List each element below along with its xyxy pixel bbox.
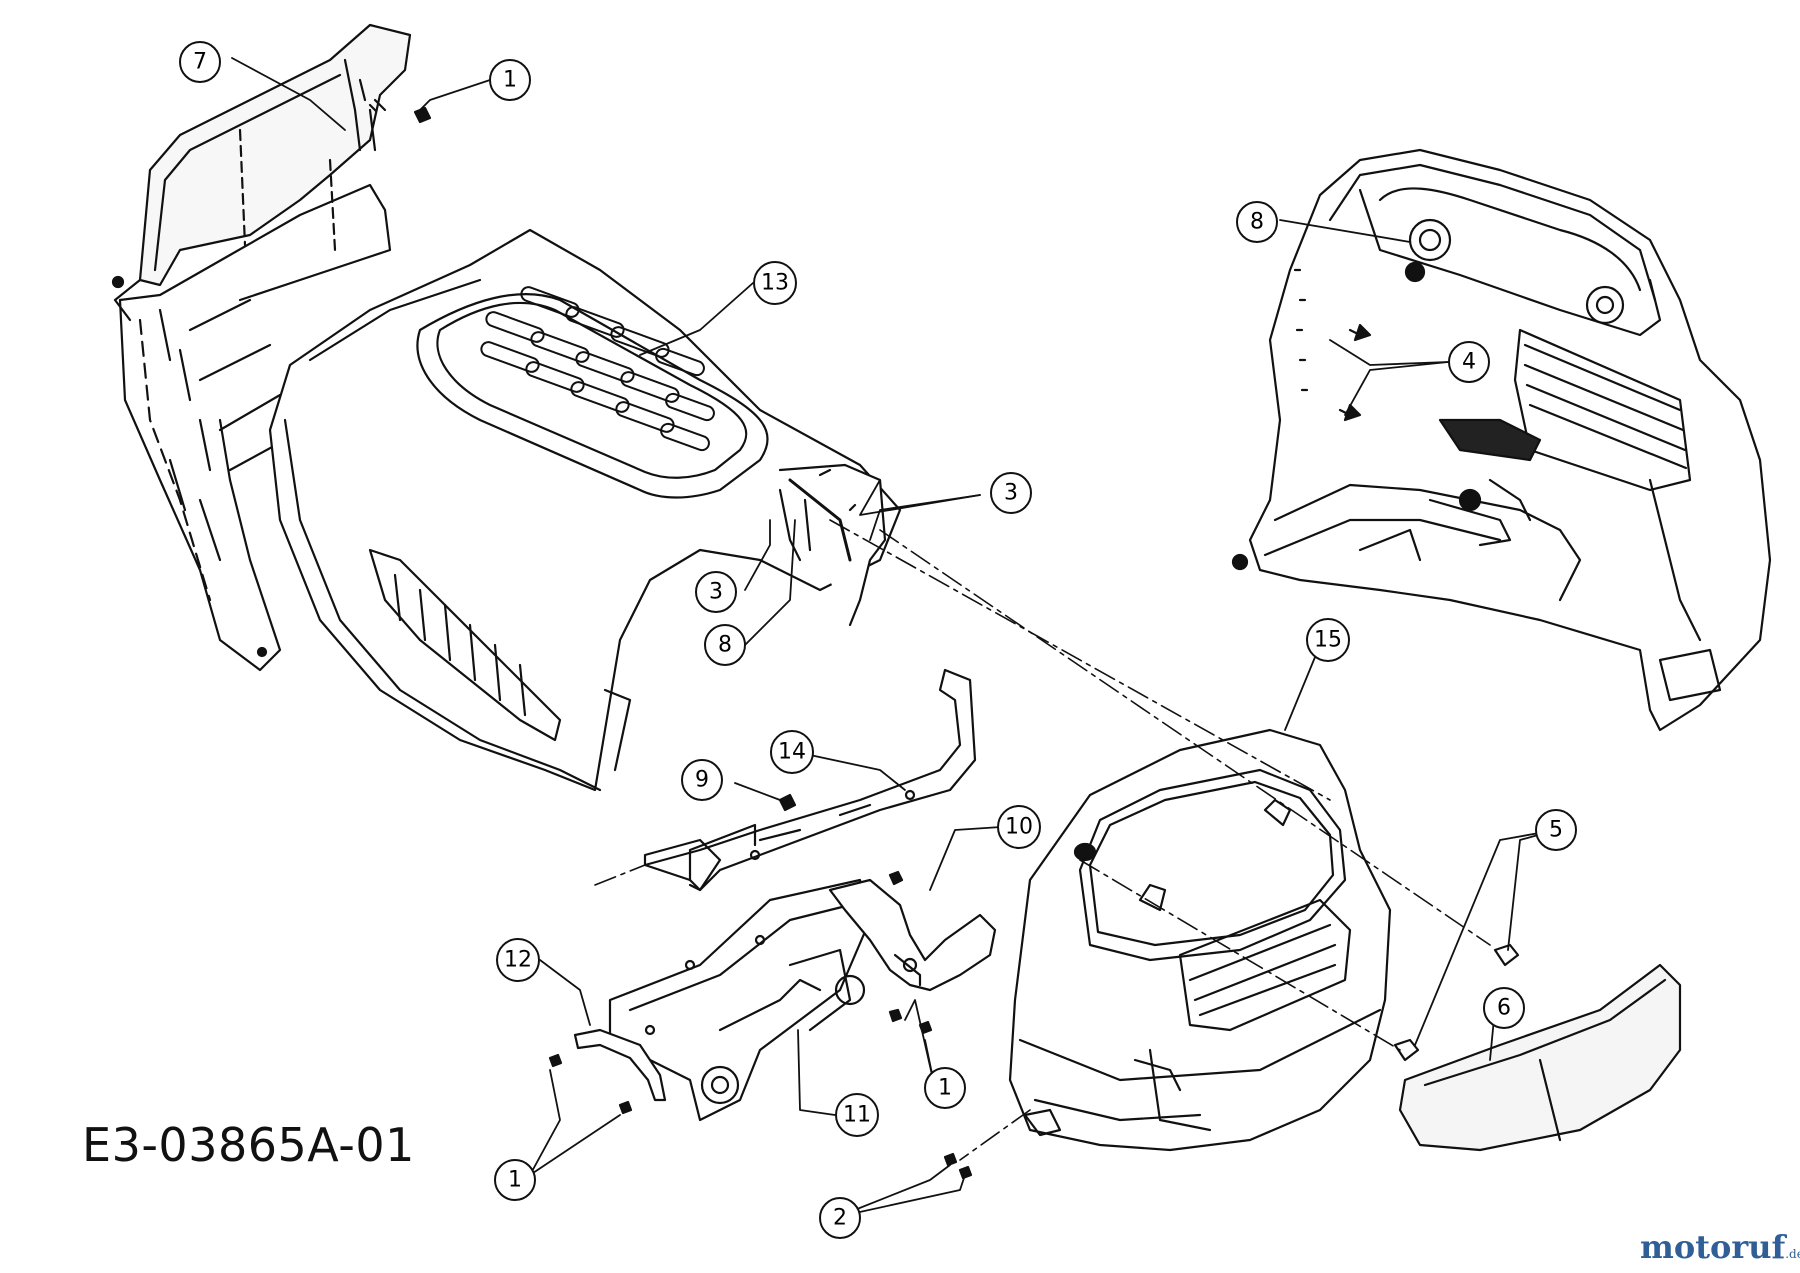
- hood-part-13: [268, 228, 902, 792]
- callout-label: 6: [1497, 996, 1511, 1021]
- callout-label: 3: [709, 580, 723, 605]
- callout-balloon[interactable]: 8: [704, 624, 746, 666]
- callout-label: 3: [1004, 481, 1018, 506]
- watermark-suffix: .de: [1785, 1247, 1800, 1261]
- callout-balloon[interactable]: 10: [997, 805, 1041, 849]
- headlight-lens-part-6: [1398, 963, 1682, 1152]
- watermark-logo: motoruf.de: [1640, 1228, 1800, 1266]
- diagram-code: E3-03865A-01: [82, 1118, 415, 1172]
- callout-balloon[interactable]: 1: [924, 1067, 966, 1109]
- bumper-part-5: [1393, 943, 1520, 1062]
- callout-label: 5: [1549, 818, 1563, 843]
- callout-balloon[interactable]: 13: [753, 261, 797, 305]
- leader-lines: [231, 57, 1557, 1218]
- callout-balloon[interactable]: 3: [990, 472, 1032, 514]
- callout-label: 12: [504, 948, 532, 973]
- alignment-lines: [594, 519, 1491, 1161]
- callout-label: 2: [833, 1206, 847, 1231]
- callout-balloon[interactable]: 6: [1483, 987, 1525, 1029]
- callout-label: 8: [1250, 210, 1264, 235]
- callout-balloon[interactable]: 8: [1236, 201, 1278, 243]
- callout-balloon[interactable]: 7: [179, 41, 221, 83]
- callouts: 7 1 13 3 3 8 8 4 15 14 9 10 12 11 1 1 5 …: [179, 41, 1577, 1239]
- callout-balloon[interactable]: 2: [819, 1197, 861, 1239]
- callout-balloon[interactable]: 15: [1306, 618, 1350, 662]
- callout-label: 13: [761, 271, 789, 296]
- callout-label: 1: [938, 1076, 952, 1101]
- callout-balloon[interactable]: 1: [489, 59, 531, 101]
- callout-balloon[interactable]: 12: [496, 938, 540, 982]
- callout-label: 4: [1462, 350, 1476, 375]
- callout-label: 11: [843, 1103, 871, 1128]
- callout-balloon[interactable]: 3: [695, 571, 737, 613]
- callout-balloon[interactable]: 11: [835, 1093, 879, 1137]
- grille-housing-part-15: [1008, 728, 1392, 1152]
- callout-balloon[interactable]: 14: [770, 730, 814, 774]
- hinge-part-10: [828, 878, 997, 992]
- callout-label: 10: [1005, 815, 1033, 840]
- bracket-part-14: [643, 668, 977, 892]
- callout-label: 8: [718, 633, 732, 658]
- watermark-text: motoruf: [1640, 1228, 1786, 1266]
- callout-label: 1: [503, 68, 517, 93]
- rear-dash-part-4: [1231, 148, 1772, 732]
- callout-label: 14: [778, 740, 806, 765]
- callout-balloon[interactable]: 4: [1448, 341, 1490, 383]
- callout-label: 7: [193, 50, 207, 75]
- strap-part-12: [573, 1028, 667, 1102]
- callout-label: 1: [508, 1168, 522, 1193]
- callout-label: 9: [695, 768, 709, 793]
- dash-panel-part-7: [111, 23, 412, 672]
- callout-label: 15: [1314, 628, 1342, 653]
- callout-balloon[interactable]: 9: [681, 759, 723, 801]
- callout-balloon[interactable]: 5: [1535, 809, 1577, 851]
- callout-balloon[interactable]: 1: [494, 1159, 536, 1201]
